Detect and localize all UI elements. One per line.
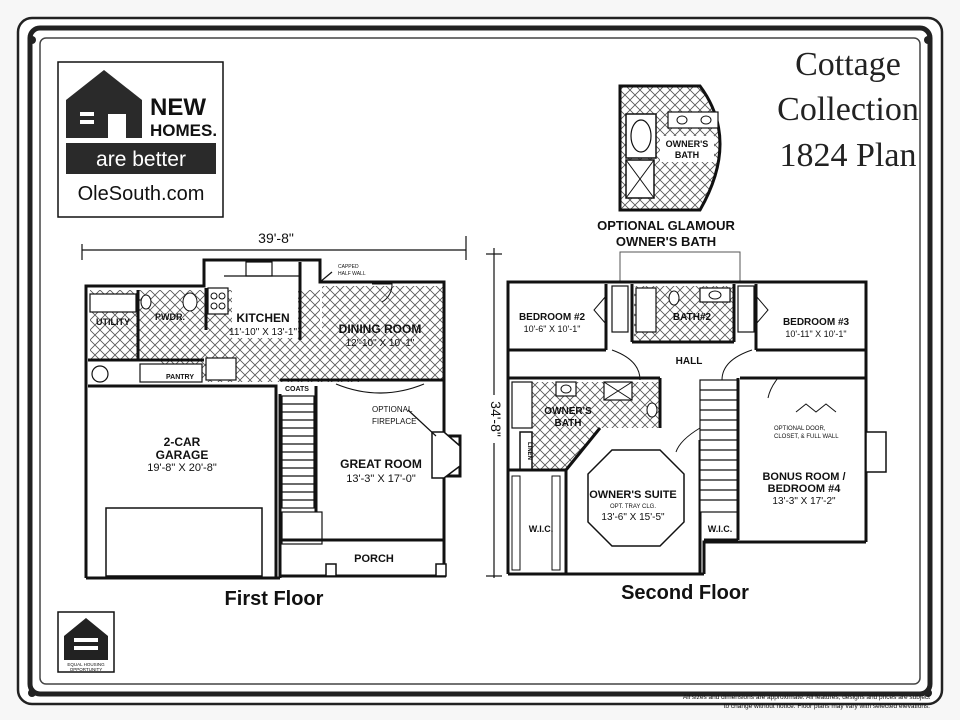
optional-door-label-1: OPTIONAL DOOR,	[774, 426, 826, 432]
logo-site: OleSouth.com	[78, 183, 205, 205]
owners-suite-size: 13'-6" X 15'-5"	[601, 512, 665, 523]
porch-label: PORCH	[354, 553, 394, 565]
corner-dot	[28, 689, 36, 697]
stairs-upper	[699, 379, 739, 513]
new-homes-logo: NEW HOMES. are better OleSouth.com	[57, 61, 224, 218]
great-room-label: GREAT ROOM	[340, 457, 422, 471]
garage-label-2: GARAGE	[156, 448, 209, 462]
inner-border-line	[39, 37, 921, 685]
pantry-label: PANTRY	[166, 374, 194, 381]
glamour-bath-label-2: BATH	[675, 150, 699, 160]
wic-left-label: W.I.C.	[529, 524, 554, 534]
dining-room-label: DINING ROOM	[339, 322, 422, 336]
fireplace	[431, 431, 461, 479]
collection-line-2: Collection	[777, 91, 919, 128]
tray-ceiling-outline	[587, 449, 685, 547]
hall-label: HALL	[676, 356, 703, 367]
corner-dot	[924, 36, 932, 44]
equal-housing-logo: EQUAL HOUSING OPPORTUNITY	[57, 611, 115, 673]
owners-suite-label: OWNER'S SUITE	[589, 489, 677, 501]
owners-bath-label-2: BATH	[554, 418, 581, 429]
logo-new: NEW	[150, 94, 206, 121]
depth-dimension: 34'-8"	[478, 248, 510, 578]
second-floor-title: Second Floor	[621, 582, 749, 604]
fireplace-label-2: FIREPLACE	[372, 417, 416, 426]
logo-tagline: are better	[96, 148, 186, 171]
glamour-title-1: OPTIONAL GLAMOUR	[597, 218, 735, 233]
plan-name: 1824 Plan	[780, 137, 917, 174]
equal-housing-text-2: OPPORTUNITY	[70, 667, 102, 672]
corner-dot	[28, 36, 36, 44]
wic-right-label: W.I.C.	[708, 524, 733, 534]
optional-door-label-2: CLOSET, & FULL WALL	[774, 434, 839, 440]
first-floor-title: First Floor	[225, 588, 324, 610]
glamour-title-2: OWNER'S BATH	[616, 234, 716, 249]
garage-size: 19'-8" X 20'-8"	[147, 462, 217, 474]
fireplace-label-1: OPTIONAL	[372, 405, 413, 414]
kitchen-size: 11'-10" X 13'-1"	[229, 327, 297, 338]
owners-bath-label-1: OWNER'S	[544, 406, 592, 417]
capped-wall-label-1: CAPPED	[338, 264, 359, 270]
dining-room-size: 12'-10" X 10'-1"	[346, 338, 415, 349]
capped-wall-label-2: HALF WALL	[338, 271, 366, 277]
garage-label-1: 2-CAR	[164, 435, 201, 449]
bedroom-2-label: BEDROOM #2	[519, 312, 586, 323]
width-dimension: 39'-8"	[81, 228, 467, 260]
bonus-room-size: 13'-3" X 17'-2"	[772, 496, 836, 507]
bedroom-3-size: 10'-11" X 10'-1"	[785, 329, 846, 339]
bonus-room-label-2: BEDROOM #4	[768, 483, 842, 495]
second-floor-plan: BEDROOM #2 10'-6" X 10'-1" BATH#2 BEDROO…	[506, 251, 887, 576]
bonus-room-label-1: BONUS ROOM /	[762, 471, 845, 483]
collection-line-1: Cottage	[795, 46, 901, 83]
great-room-size: 13'-3" X 17'-0"	[346, 473, 416, 485]
depth-dimension-label: 34'-8"	[488, 401, 504, 437]
inner-border	[27, 25, 933, 697]
disclaimer-line-1: All sizes and dimensions are approximate…	[683, 694, 930, 701]
linen-label: LINEN	[526, 442, 532, 460]
disclaimer-line-2: to change without notice. Floor plans ma…	[724, 703, 930, 710]
corner-dot	[924, 689, 932, 697]
glamour-bath-label-1: OWNER'S	[666, 139, 709, 149]
tray-ceiling-label: OPT. TRAY CLG.	[610, 504, 656, 510]
first-floor-plan: KITCHEN 11'-10" X 13'-1" DINING ROOM 12'…	[84, 258, 462, 580]
bedroom-2-size: 10'-6" X 10'-1"	[524, 324, 581, 334]
width-dimension-label: 39'-8"	[258, 230, 294, 246]
logo-homes: HOMES.	[150, 121, 217, 140]
powder-room-label: PWDR.	[155, 312, 185, 322]
equal-housing-text-1: EQUAL HOUSING	[67, 662, 105, 667]
garage-door	[105, 507, 263, 577]
utility-label: UTILITY	[96, 317, 130, 327]
kitchen-label: KITCHEN	[236, 311, 289, 325]
bedroom-3-label: BEDROOM #3	[783, 317, 850, 328]
coats-label: COATS	[285, 386, 309, 393]
bath-2-label: BATH#2	[673, 312, 712, 323]
glamour-bath-inset: OWNER'S BATH OPTIONAL GLAMOUR OWNER'S BA…	[597, 84, 735, 249]
